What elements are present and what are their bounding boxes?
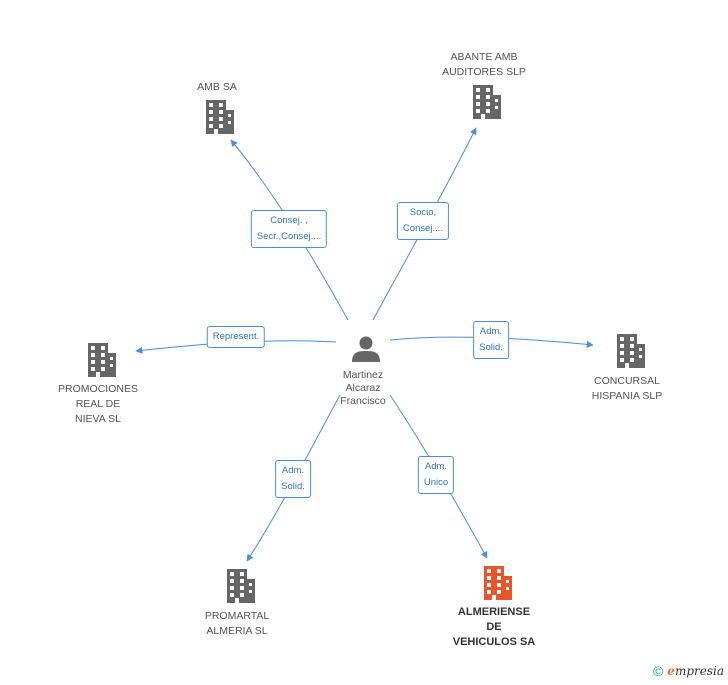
relation-label-almeriense[interactable]: Adm. Unico [417, 456, 455, 494]
building-icon[interactable] [206, 100, 234, 134]
relation-label-concursal[interactable]: Adm. Solid. [473, 321, 509, 359]
relation-label-promociones[interactable]: Represent. [206, 326, 266, 348]
footer-brand: © empresia [653, 663, 724, 679]
building-icon[interactable] [473, 85, 501, 119]
company-name-almeriense[interactable]: ALMERIENSE DE VEHICULOS SA [452, 606, 536, 648]
relation-label-abante[interactable]: Socio, Consej.... [396, 202, 450, 240]
copyright-icon: © [652, 663, 664, 679]
building-icon[interactable] [484, 566, 512, 600]
building-icon[interactable] [227, 569, 255, 603]
person-icon[interactable] [352, 336, 380, 363]
building-icon[interactable] [617, 334, 645, 368]
brand-logo[interactable]: empresia [667, 664, 724, 678]
company-name-promartal[interactable]: PROMARTAL ALMERIA SL [204, 610, 270, 637]
company-name-amb[interactable]: AMB SA [197, 81, 237, 93]
company-name-concursal[interactable]: CONCURSAL HISPANIA SLP [591, 375, 663, 402]
brand-rest: mpresia [674, 664, 724, 678]
relation-label-promartal[interactable]: Adm. Solid. [275, 460, 311, 498]
company-name-promociones[interactable]: PROMOCIONES REAL DE NIEVA SL [58, 383, 138, 425]
brand-initial: e [667, 664, 675, 678]
person-name[interactable]: Martinez Alcaraz Francisco [340, 369, 386, 407]
company-name-abante[interactable]: ABANTE AMB AUDITORES SLP [442, 51, 526, 78]
relation-label-amb[interactable]: Consej. , Secr.,Consej.... [250, 210, 328, 248]
building-icon[interactable] [88, 343, 116, 377]
